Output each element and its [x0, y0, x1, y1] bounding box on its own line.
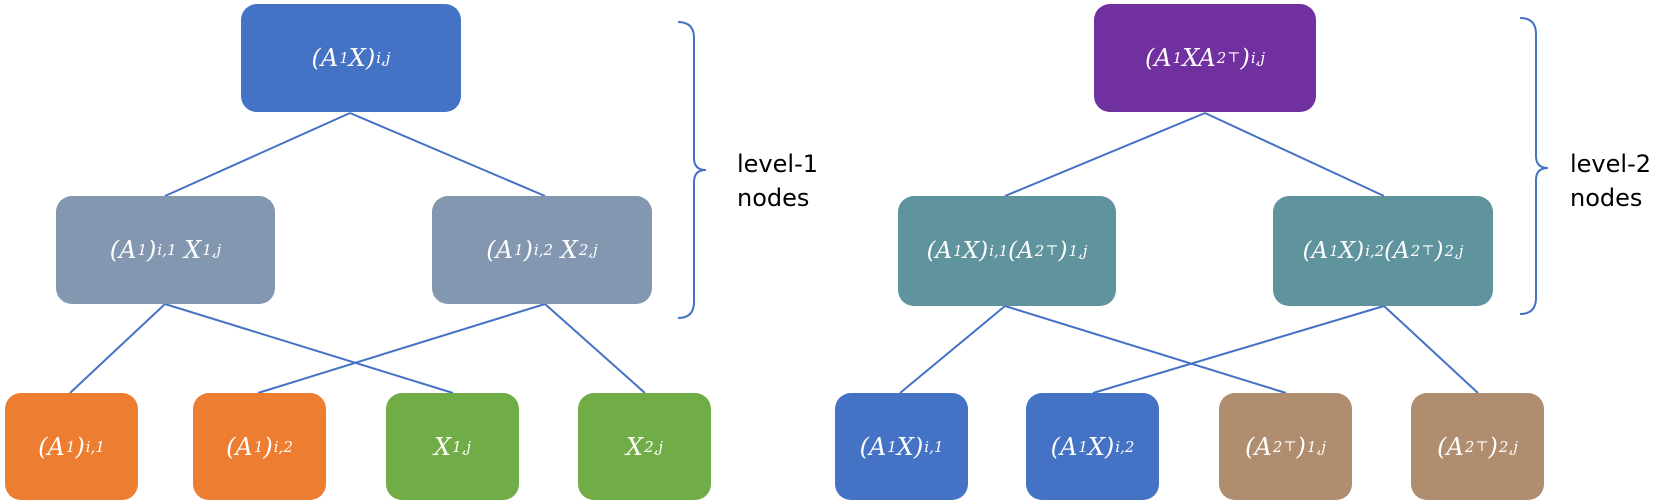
edge-left-midright-leaf4 — [544, 303, 646, 394]
edge-right-midleft-leaf1 — [899, 305, 1006, 394]
level-2-label-line1: level-2 — [1570, 150, 1651, 178]
level-1-label: level-1 nodes — [737, 147, 818, 215]
edge-left-root-midleft — [164, 112, 351, 197]
level-2-label: level-2 nodes — [1570, 147, 1651, 215]
edge-right-root-midleft — [1004, 112, 1206, 197]
edge-right-midright-leaf4 — [1383, 305, 1479, 394]
edge-left-midright-leaf2 — [257, 303, 546, 394]
level-2-bracket — [1519, 17, 1549, 315]
level-1-label-line1: level-1 — [737, 150, 818, 178]
edge-left-midleft-leaf1 — [69, 303, 166, 394]
edge-right-midleft-leaf3 — [1004, 305, 1287, 394]
level-1-label-line2: nodes — [737, 184, 810, 212]
level-1-bracket — [677, 21, 707, 319]
level-2-label-line2: nodes — [1570, 184, 1643, 212]
edge-right-midright-leaf2 — [1092, 305, 1385, 394]
edge-left-root-midright — [349, 112, 546, 197]
edge-left-midleft-leaf3 — [164, 303, 454, 394]
edge-right-root-midright — [1204, 112, 1385, 197]
